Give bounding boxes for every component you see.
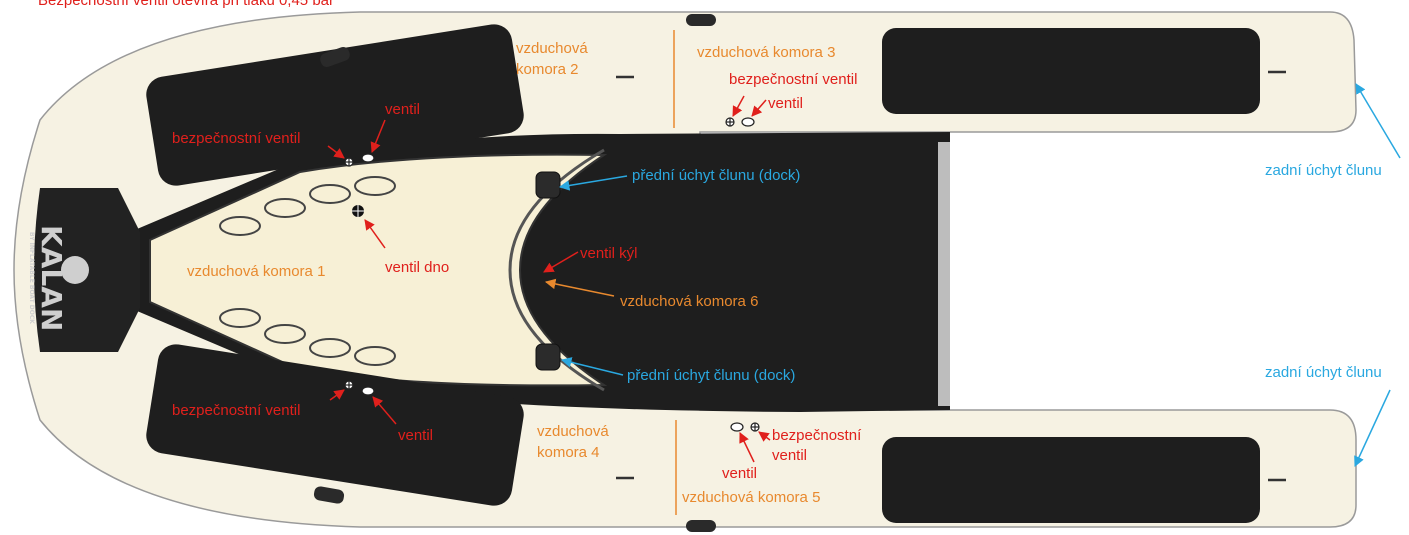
valve-floor: ventil dno (385, 259, 449, 276)
chamber-2-label-1: vzduchová (516, 40, 588, 57)
blue-arrows (558, 83, 1401, 467)
header-note: Bezpečnostní ventil otevírá při tlaku 0,… (38, 0, 334, 9)
front-handle-top-label: přední úchyt člunu (dock) (632, 167, 800, 184)
safety-valve-bottom-right-2: ventil (772, 447, 807, 464)
pad-bottom-left (146, 344, 524, 506)
transom-ladder (938, 142, 950, 406)
valve-keel: ventil kýl (580, 245, 638, 262)
chamber-1-label: vzduchová komora 1 (187, 263, 325, 280)
transom-opening (955, 140, 1355, 405)
pad-bottom-right (882, 437, 1260, 523)
side-ropes (219, 176, 396, 366)
front-handle-bottom-label: přední úchyt člunu (dock) (627, 367, 795, 384)
pad-top-left (146, 24, 524, 186)
floor-panel (149, 153, 608, 387)
svg-text:BY INFLATABLE BOAT DOCK: BY INFLATABLE BOAT DOCK (28, 232, 35, 324)
valve-bottom-left: ventil (398, 427, 433, 444)
chamber-4-label-1: vzduchová (537, 423, 609, 440)
safety-valve-bottom-left: bezpečnostní ventil (172, 402, 300, 419)
oar-handles (313, 14, 716, 532)
safety-valve-top-left: bezpečnostní ventil (172, 130, 300, 147)
valve-symbols (344, 117, 760, 432)
safety-valve-top-right: bezpečnostní ventil (729, 71, 857, 88)
orange-arrow (544, 278, 615, 297)
dock-handle-bottom (535, 343, 561, 371)
safety-valve-bottom-right-1: bezpečnostní (772, 427, 862, 444)
dock-handle-top (535, 171, 561, 199)
chamber-3-label: vzduchová komora 3 (697, 44, 835, 61)
red-arrows (327, 95, 771, 463)
valve-top-right: ventil (768, 95, 803, 112)
chamber-4-label-2: komora 4 (537, 444, 600, 461)
svg-text:KALAN: KALAN (35, 225, 68, 331)
valve-top-left: ventil (385, 101, 420, 118)
chamber-5-label: vzduchová komora 5 (682, 489, 820, 506)
rear-handle-top-label: zadní úchyt člunu (1265, 162, 1382, 179)
valve-bottom-right: ventil (722, 465, 757, 482)
rear-handle-bottom-label: zadní úchyt člunu (1265, 364, 1382, 381)
pad-top-right (882, 28, 1260, 114)
chamber-2-label-2: komora 2 (516, 61, 579, 78)
bear-logo-icon (61, 256, 89, 284)
tube-markers (616, 70, 1286, 482)
kalan-logo: KALAN BY INFLATABLE BOAT DOCK (28, 225, 68, 331)
chamber-6-label: vzduchová komora 6 (620, 293, 758, 310)
